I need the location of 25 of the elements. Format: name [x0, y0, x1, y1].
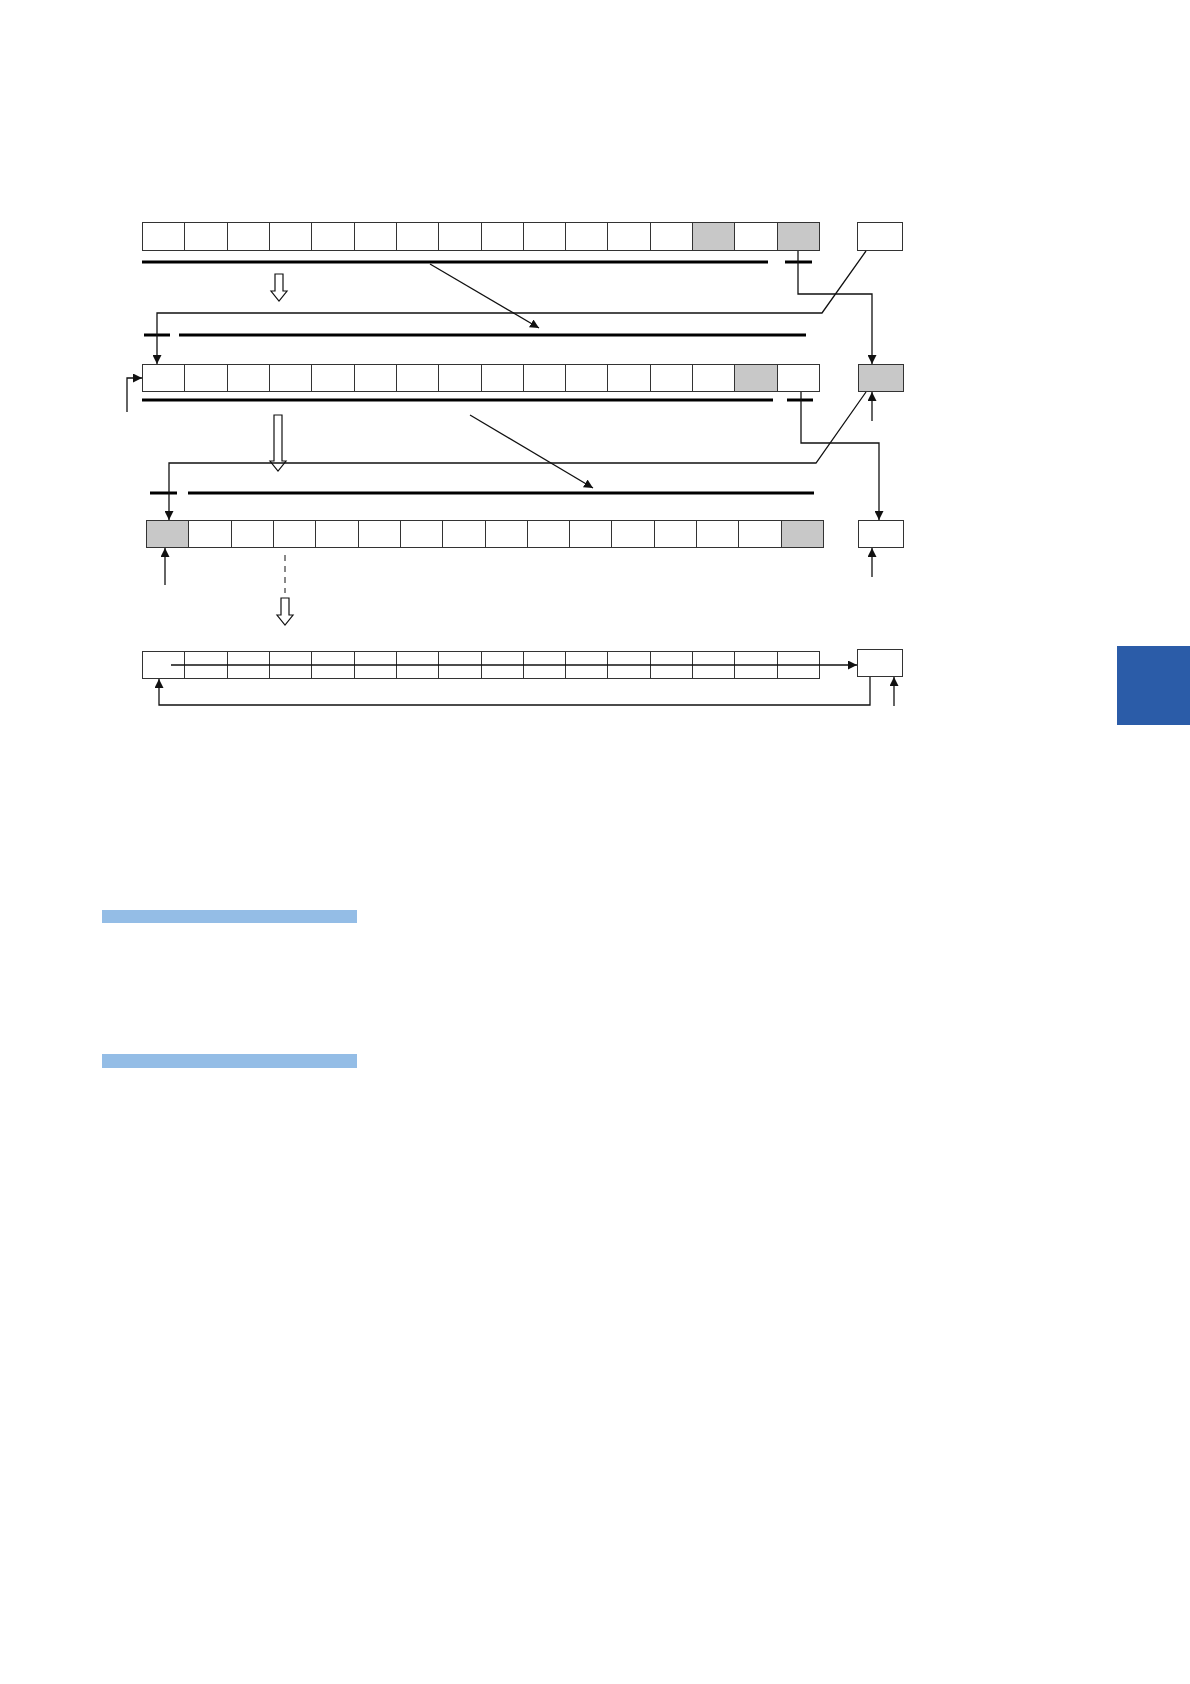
input-arrow [867, 547, 877, 578]
arrow [797, 250, 877, 365]
arrow [152, 250, 867, 365]
input-arrow [867, 391, 877, 422]
register-row [142, 651, 820, 679]
register-row [142, 364, 820, 392]
hollow-arrow [269, 273, 289, 302]
hollow-arrow [268, 414, 288, 472]
arrow [154, 676, 871, 706]
input-arrow [889, 676, 899, 707]
heading-bar [102, 1054, 357, 1068]
register-row [146, 520, 824, 548]
hollow-arrow [275, 597, 295, 626]
flag-box [858, 364, 904, 392]
flag-box [857, 222, 903, 251]
register-row [142, 222, 820, 251]
arrow [800, 391, 884, 521]
chapter-tab [1117, 646, 1190, 725]
arrow [170, 660, 858, 670]
input-arrow [160, 547, 170, 586]
flag-box [857, 649, 903, 677]
arrow [164, 391, 867, 521]
flag-box [858, 520, 904, 548]
input-arrow [126, 373, 143, 413]
heading-bar [102, 910, 357, 923]
